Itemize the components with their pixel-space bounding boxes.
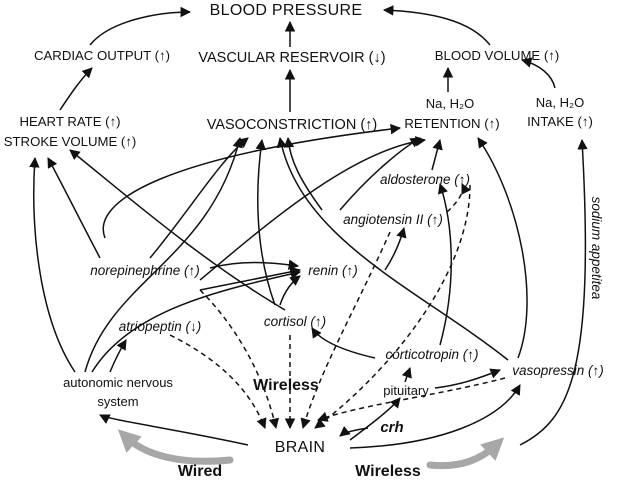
edge-pituitary-to-vasopressin	[434, 368, 501, 389]
edge-pituitary-to-corticotropin	[401, 367, 412, 383]
edges-bottom	[99, 183, 521, 449]
edge-norepi-to-renin	[209, 259, 300, 270]
node-pituitary: pituitary	[383, 383, 429, 398]
edge-norepi-to-heartrate	[47, 157, 101, 259]
node-blood-pressure: BLOOD PRESSURE	[210, 2, 363, 19]
edge-angiotensin-to-vasoc	[283, 136, 323, 211]
node-stroke-volume: STROKE VOLUME (↑)	[4, 134, 137, 149]
node-cardiac-output: CARDIAC OUTPUT (↑)	[34, 48, 170, 63]
edge-cardiac-to-bp	[89, 6, 192, 46]
edge-heartrate-to-cardiac	[59, 67, 93, 111]
edges-dashed-to-brain	[169, 184, 506, 430]
edge-vasopressin-to-retention	[477, 137, 528, 359]
edge-ans-to-stroke	[29, 156, 76, 373]
dash-angiotensin-brain	[300, 231, 391, 430]
node-cortisol: cortisol (↑)	[264, 314, 326, 329]
edge-sodium-appetite	[519, 138, 588, 446]
edge-cortisol-to-heart	[69, 149, 286, 311]
grey-arrows	[117, 429, 505, 470]
node-retention-top: Na, H₂O	[426, 96, 474, 111]
node-vasopressin: vasopressin (↑)	[512, 363, 604, 378]
edge-crh-to-brain	[339, 426, 369, 437]
node-brain: BRAIN	[275, 439, 325, 456]
edges-left	[29, 123, 427, 373]
node-autonomic-2: system	[97, 394, 138, 409]
dash-atriopeptin-brain	[169, 334, 267, 429]
edge-corticotropin-to-aldosterone	[437, 183, 452, 346]
node-sodium-appetite: sodium appetitea	[589, 197, 604, 300]
dash-vasopressin-brain	[317, 377, 506, 422]
node-atriopeptin: atriopeptin (↓)	[119, 319, 202, 334]
wireless-arrow	[426, 437, 505, 470]
edge-corticotropin-to-cortisol	[311, 327, 376, 359]
wired-arrow	[117, 429, 234, 465]
edge-brain-to-ans	[99, 414, 249, 446]
edges-top	[59, 5, 556, 112]
node-heart-rate: HEART RATE (↑)	[19, 114, 120, 129]
node-intake-top: Na, H₂O	[536, 95, 584, 110]
edge-angiotensin-to-aldosterone	[446, 183, 471, 213]
node-blood-volume: BLOOD VOLUME (↑)	[435, 48, 560, 63]
node-autonomic-1: autonomic nervous	[63, 375, 173, 390]
labels: BLOOD PRESSURE CARDIAC OUTPUT (↑) VASCUL…	[4, 2, 604, 480]
edge-brain-to-vasopressin-loop	[349, 384, 521, 449]
edge-atriopeptin-ans	[109, 339, 127, 373]
label-wireless-bottom: Wireless	[355, 463, 421, 480]
edge-aldosterone-to-retention	[431, 138, 443, 171]
node-crh: crh	[380, 419, 403, 436]
edge-cortisol-to-renin	[279, 275, 301, 306]
node-vascular-reservoir: VASCULAR RESERVOIR (↓)	[198, 50, 385, 66]
label-wired: Wired	[178, 463, 222, 480]
edge-cortisol-to-vasoc	[255, 138, 276, 306]
edges-mid	[276, 136, 588, 446]
edge-renin-to-angiotensin	[384, 226, 407, 271]
node-intake: INTAKE (↑)	[527, 114, 593, 129]
edge-retention-left	[199, 136, 427, 281]
node-vasoconstriction: VASOCONSTRICTION (↑)	[207, 117, 378, 133]
label-wireless-center: Wireless	[253, 377, 319, 394]
edge-ans-to-vasoc	[84, 136, 243, 373]
node-retention: RETENTION (↑)	[404, 116, 499, 131]
edge-intake-to-volume	[520, 57, 556, 89]
edge-brain-to-renin-arrow	[199, 266, 302, 291]
node-corticotropin: corticotropin (↑)	[385, 347, 478, 362]
node-aldosterone: aldosterone (↑)	[380, 172, 470, 187]
edge-vasopressin-to-vasoc	[276, 136, 509, 361]
edge-bloodvolume-to-bp	[382, 5, 491, 46]
node-angiotensin: angiotensin II (↑)	[343, 212, 443, 227]
dash-aldosterone-brain	[314, 184, 471, 429]
edge-vasoc-long-left	[102, 123, 402, 239]
node-renin: renin (↑)	[308, 263, 358, 278]
node-norepinephrine: norepinephrine (↑)	[90, 263, 200, 278]
dash-norepi-brain	[199, 289, 280, 430]
edge-ans-to-renin	[91, 268, 302, 373]
